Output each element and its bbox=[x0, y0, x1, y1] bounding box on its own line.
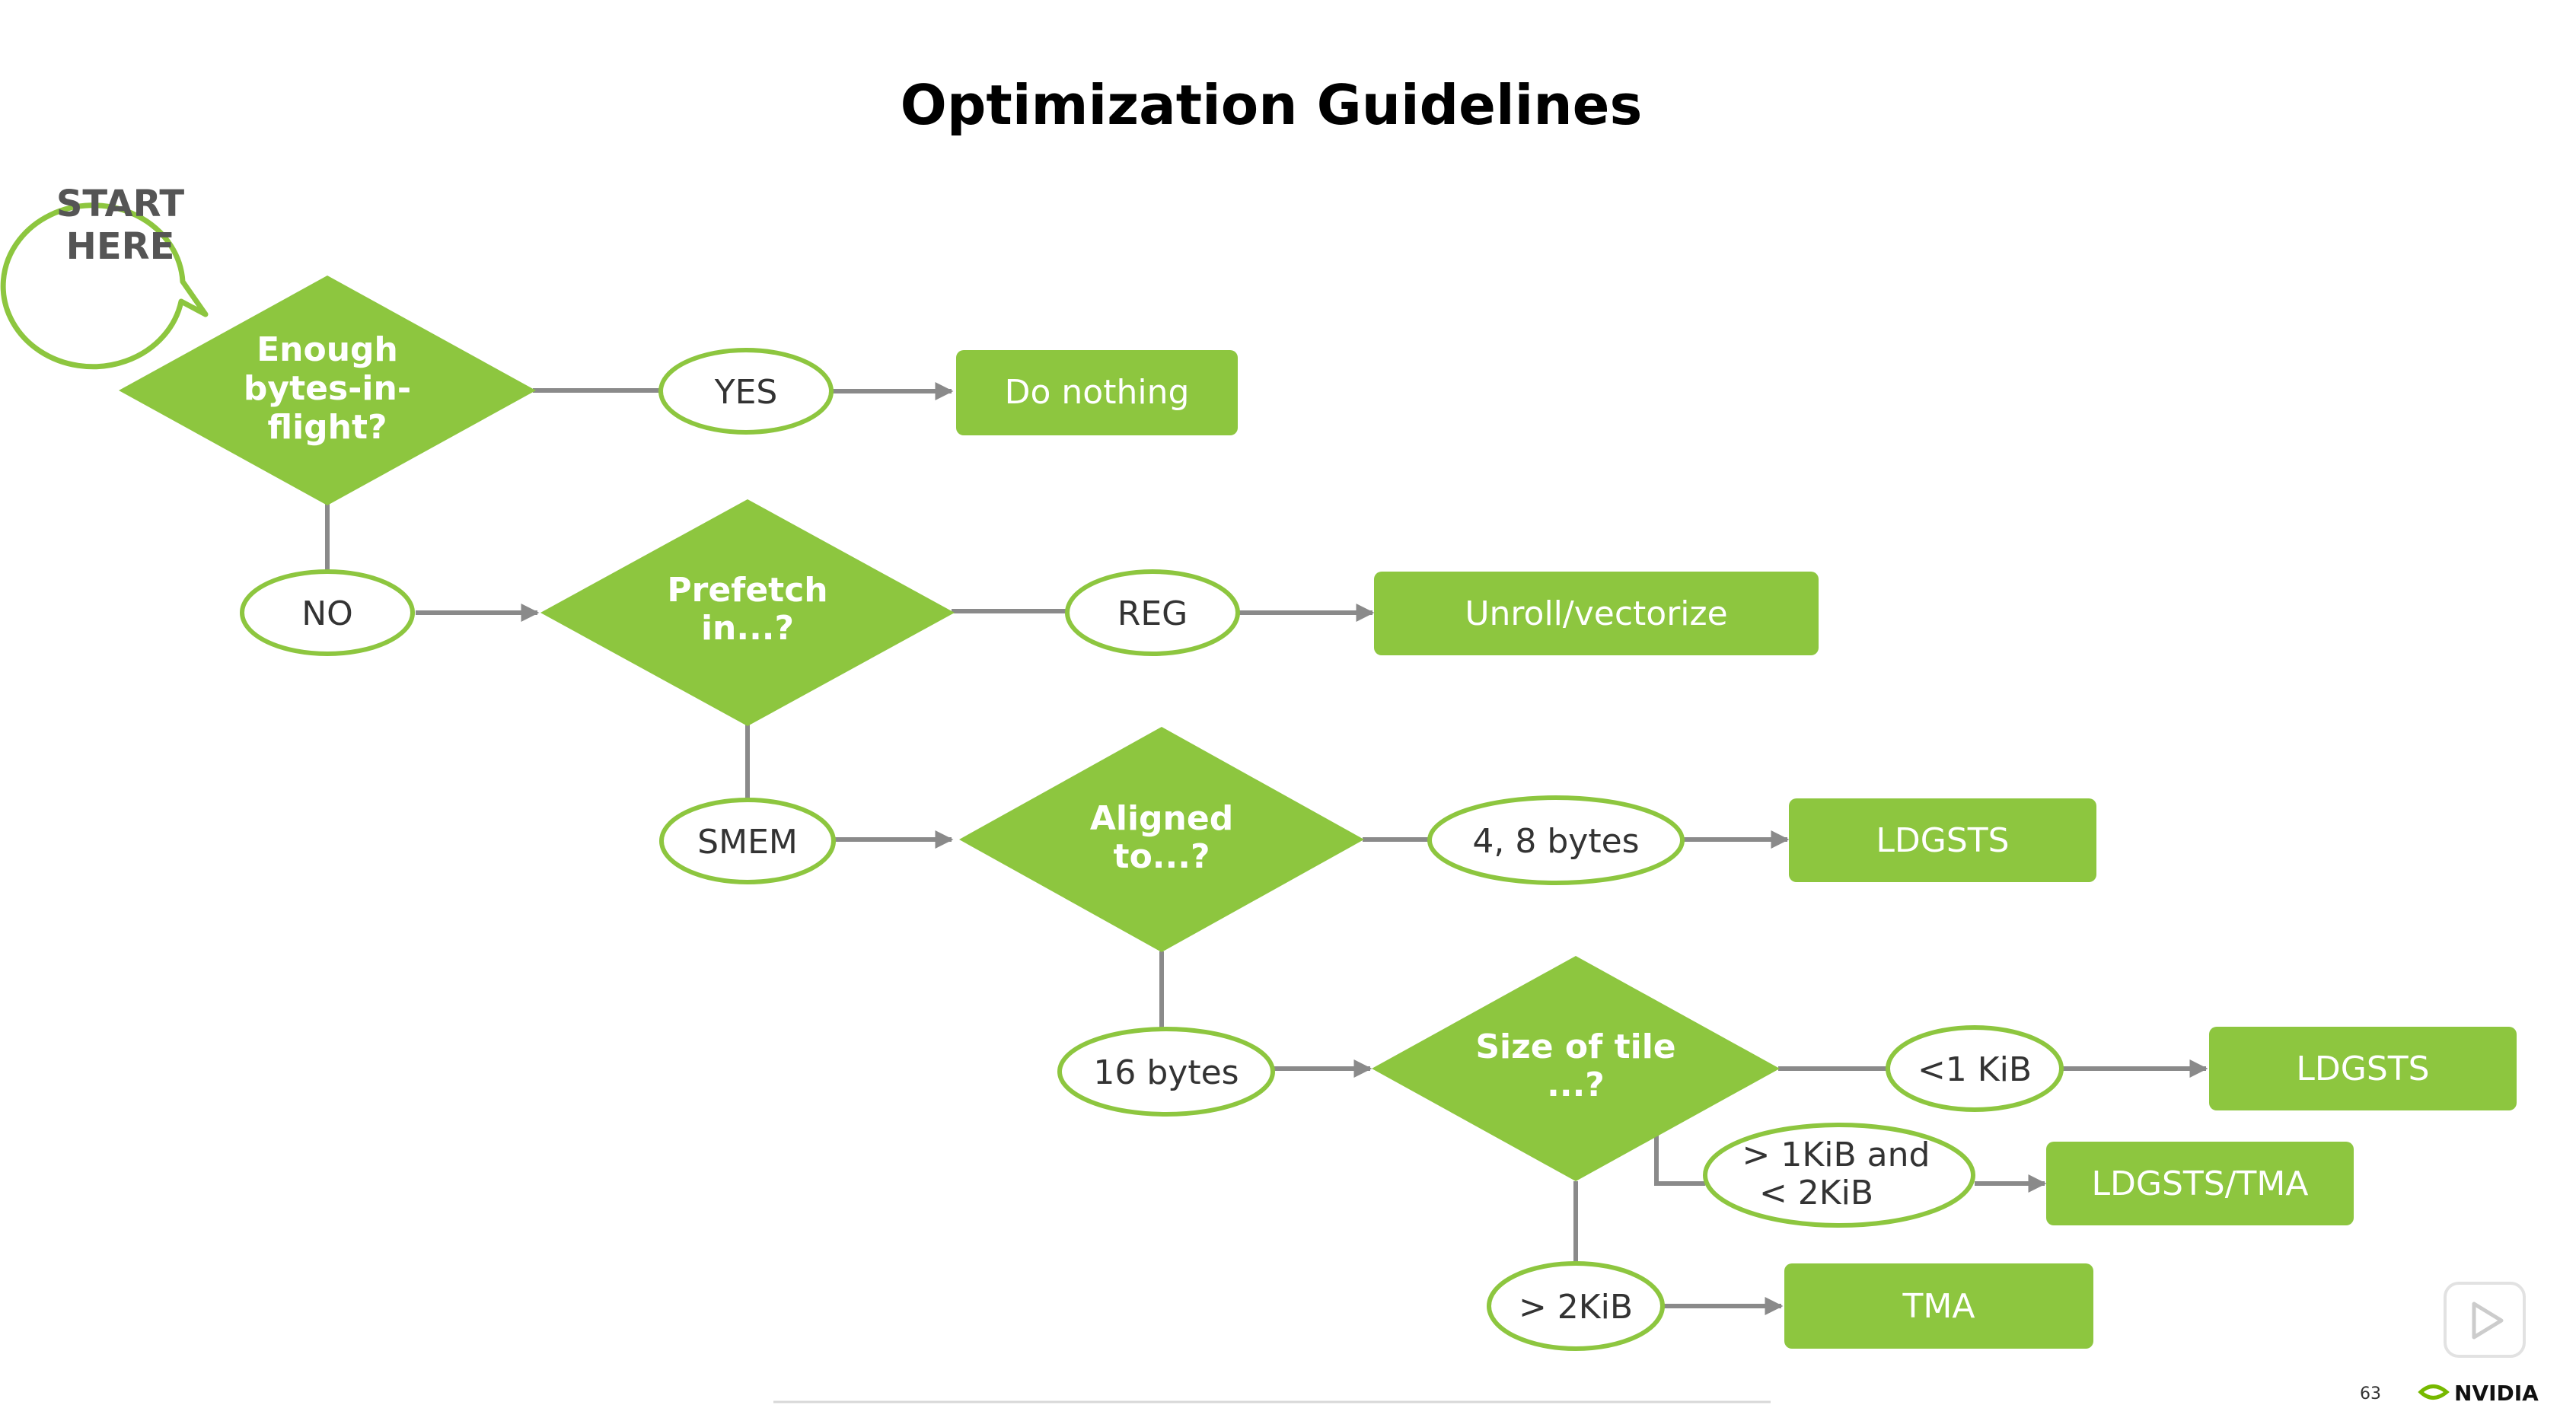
action-unroll-vectorize: Unroll/vectorize bbox=[1374, 572, 1819, 655]
ellipse-shape bbox=[1487, 1261, 1665, 1351]
answer-label: YES bbox=[714, 373, 778, 412]
play-button[interactable] bbox=[2444, 1282, 2526, 1358]
edge-tile-size-to-between bbox=[1654, 1126, 1705, 1186]
decision-label-line-1: Aligned bbox=[1090, 799, 1233, 838]
ellipse-shape bbox=[1703, 1123, 1975, 1228]
ellipse-shape bbox=[1065, 569, 1240, 656]
action-box bbox=[956, 350, 1238, 435]
diamond-shape bbox=[119, 276, 536, 505]
decision-enough-bytes-in-flight: Enough bytes-in- flight? bbox=[119, 276, 536, 505]
action-box bbox=[1374, 572, 1819, 655]
action-label: Unroll/vectorize bbox=[1465, 594, 1727, 633]
ellipse-shape bbox=[1886, 1025, 2064, 1112]
decision-label-line-1: Size of tile bbox=[1475, 1027, 1675, 1066]
action-label: Do nothing bbox=[1005, 373, 1190, 412]
answer-label-line-2: < 2KiB bbox=[1759, 1174, 1873, 1212]
decision-label-line-2: ...? bbox=[1547, 1066, 1605, 1104]
action-ldgsts-small-tile: LDGSTS bbox=[2209, 1027, 2517, 1110]
answer-label: SMEM bbox=[697, 823, 798, 862]
action-ldgsts-tma: LDGSTS/TMA bbox=[2046, 1142, 2354, 1225]
start-label-line-1: START bbox=[56, 183, 185, 225]
diamond-shape bbox=[1372, 956, 1780, 1181]
answer-no: NO bbox=[240, 569, 415, 656]
ellipse-shape bbox=[240, 569, 415, 656]
decision-label-line-2: in...? bbox=[701, 609, 794, 648]
diamond-shape bbox=[959, 727, 1364, 952]
diamond-shape bbox=[540, 499, 955, 726]
decision-size-of-tile: Size of tile ...? bbox=[1372, 956, 1780, 1181]
answer-gt-2kib: > 2KiB bbox=[1487, 1261, 1665, 1351]
answer-lt-1kib: <1 KiB bbox=[1886, 1025, 2064, 1112]
page-title: Optimization Guidelines bbox=[901, 73, 1643, 137]
start-here-bubble: START HERE bbox=[0, 183, 209, 370]
action-do-nothing: Do nothing bbox=[956, 350, 1238, 435]
play-icon bbox=[2472, 1301, 2504, 1340]
start-label-line-2: HERE bbox=[66, 225, 175, 268]
decision-aligned-to: Aligned to...? bbox=[959, 727, 1364, 952]
page-number: 63 bbox=[2360, 1384, 2381, 1403]
nvidia-eye-icon bbox=[2418, 1384, 2450, 1400]
decision-prefetch-in: Prefetch in...? bbox=[540, 499, 955, 726]
action-label: LDGSTS/TMA bbox=[2092, 1164, 2309, 1203]
answer-label: REG bbox=[1117, 594, 1188, 633]
answer-label: <1 KiB bbox=[1918, 1050, 2032, 1089]
answer-label: 16 bytes bbox=[1093, 1053, 1239, 1092]
answer-yes: YES bbox=[658, 348, 834, 435]
answer-16-bytes: 16 bytes bbox=[1057, 1027, 1275, 1117]
ellipse-shape bbox=[659, 798, 836, 884]
ellipse-shape bbox=[658, 348, 834, 435]
nvidia-logo: NVIDIA bbox=[2418, 1381, 2539, 1405]
action-label: LDGSTS bbox=[1876, 821, 2009, 860]
answer-label: > 2KiB bbox=[1519, 1288, 1633, 1327]
action-box bbox=[1784, 1263, 2093, 1349]
answer-4-8-bytes: 4, 8 bytes bbox=[1427, 795, 1685, 885]
action-tma: TMA bbox=[1784, 1263, 2093, 1349]
answer-label: 4, 8 bytes bbox=[1472, 822, 1639, 861]
decision-label-line-1: Prefetch bbox=[667, 571, 827, 610]
answer-smem: SMEM bbox=[659, 798, 836, 884]
decision-label-line-2: bytes-in- bbox=[244, 369, 411, 408]
answer-reg: REG bbox=[1065, 569, 1240, 656]
ellipse-shape bbox=[1057, 1027, 1275, 1117]
answer-between-1kib-2kib: > 1KiB and < 2KiB bbox=[1703, 1123, 1975, 1228]
action-box bbox=[2046, 1142, 2354, 1225]
action-label: LDGSTS bbox=[2296, 1050, 2429, 1088]
play-button-frame bbox=[2444, 1282, 2526, 1358]
action-label: TMA bbox=[1902, 1287, 1975, 1326]
action-box bbox=[2209, 1027, 2517, 1110]
speech-bubble-shape bbox=[0, 202, 209, 370]
decision-label-line-2: to...? bbox=[1114, 837, 1210, 876]
action-box bbox=[1789, 798, 2096, 882]
answer-label: NO bbox=[301, 594, 353, 633]
nvidia-wordmark: NVIDIA bbox=[2454, 1381, 2539, 1405]
ellipse-shape bbox=[1427, 795, 1685, 885]
action-ldgsts-aligned: LDGSTS bbox=[1789, 798, 2096, 882]
answer-label-line-1: > 1KiB and bbox=[1742, 1136, 1930, 1174]
decision-label-line-1: Enough bbox=[257, 330, 398, 369]
decision-label-line-3: flight? bbox=[267, 408, 387, 447]
